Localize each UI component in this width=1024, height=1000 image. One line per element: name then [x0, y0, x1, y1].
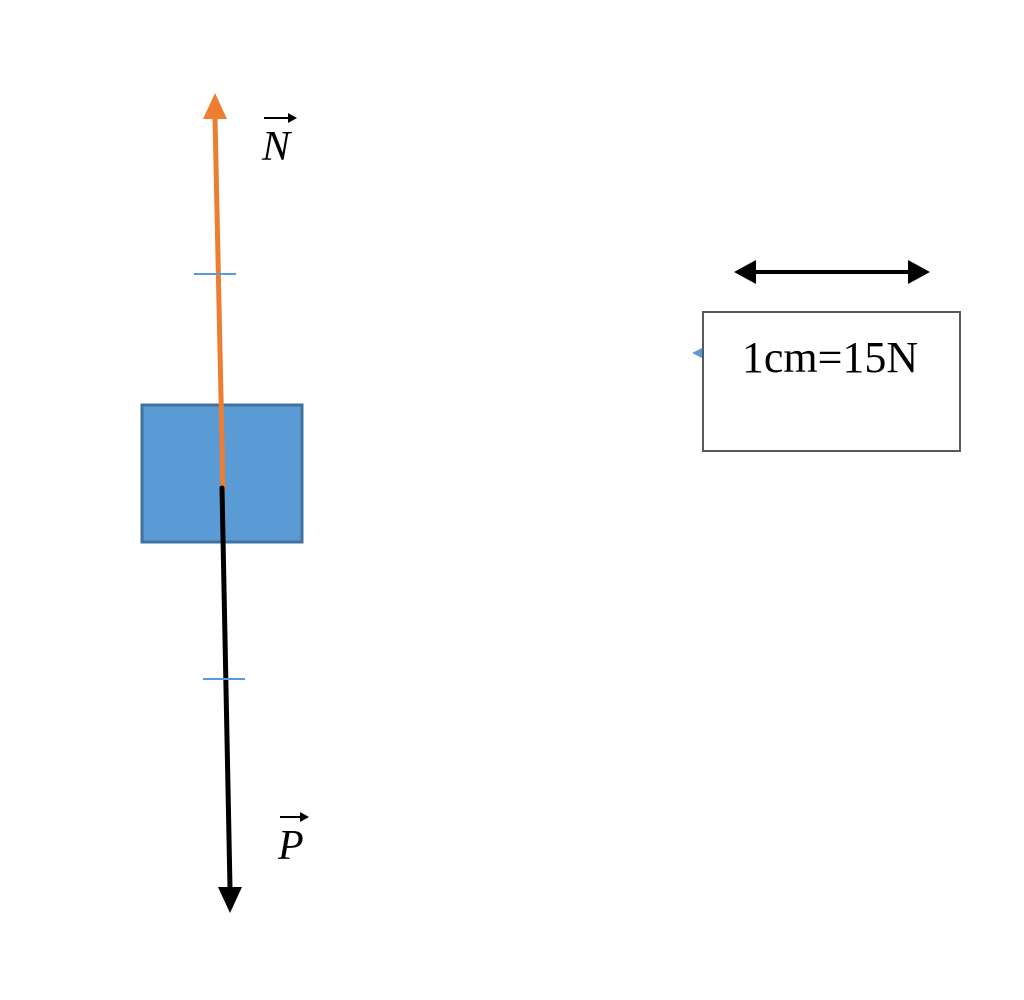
normal-force-line — [212, 115, 226, 493]
normal-label-vector-arrowhead — [288, 113, 297, 123]
scale-box-frame — [702, 311, 961, 452]
scale-box: 1cm=15N — [692, 311, 961, 452]
scale-double-arrow — [734, 260, 930, 284]
scale-arrow-right-head — [908, 260, 930, 284]
normal-force-symbol: N — [261, 124, 292, 170]
scale-arrow-left-head — [734, 260, 756, 284]
weight-force-arrowhead — [218, 887, 242, 913]
normal-force-arrowhead — [203, 93, 227, 119]
normal-force-label: N — [261, 113, 297, 170]
scale-box-marker — [692, 348, 702, 358]
weight-label-vector-arrowhead — [300, 812, 309, 822]
weight-force-label: P — [277, 812, 309, 869]
weight-force-line — [219, 485, 233, 891]
weight-force-symbol: P — [277, 823, 304, 869]
scale-text: 1cm=15N — [742, 333, 918, 382]
